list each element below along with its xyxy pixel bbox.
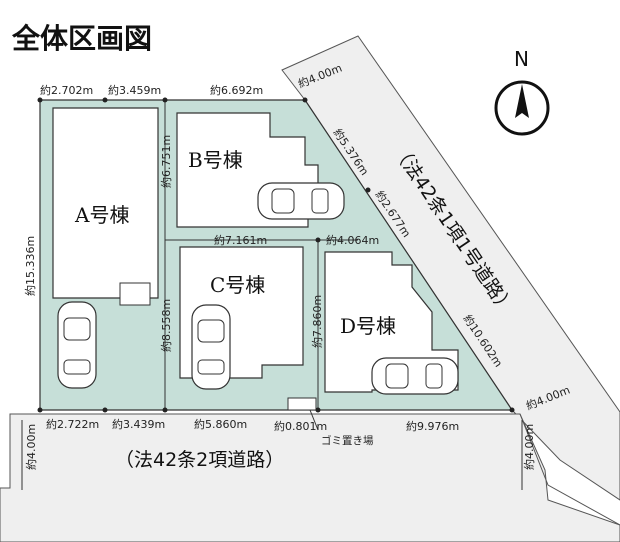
south-road-width-left: 約4.00m <box>24 424 38 470</box>
car-a <box>57 301 97 389</box>
south-road <box>0 413 620 542</box>
dim-cd-top: 約4.064m <box>326 233 379 247</box>
building-a-label: A号棟 <box>74 203 129 227</box>
building-a <box>52 107 159 299</box>
dim-top-b: 約6.692m <box>210 83 263 97</box>
car-c <box>191 304 231 390</box>
dim-bottom-3: 約5.860m <box>194 417 247 431</box>
south-road-width-right: 約4.00m <box>522 424 536 470</box>
dim-bottom-4: 約0.801m <box>274 419 327 433</box>
garbage-label: ゴミ置き場 <box>321 434 374 447</box>
compass: N <box>494 47 550 136</box>
building-c-label: C号棟 <box>210 273 265 297</box>
south-road-label: （法42条2項道路） <box>115 449 284 471</box>
building-d <box>324 251 459 393</box>
building-b-label: B号棟 <box>188 148 243 172</box>
building-d-label: D号棟 <box>340 314 396 338</box>
garbage-area <box>287 397 317 411</box>
dim-c-side: 約8.558m <box>159 299 173 352</box>
car-d <box>371 357 459 395</box>
dim-top-a1: 約2.702m <box>40 83 93 97</box>
dim-d-side: 約7.860m <box>310 295 324 348</box>
car-b <box>257 182 345 220</box>
dim-b-side: 約6.751m <box>159 135 173 188</box>
dim-top-a2: 約3.459m <box>108 83 161 97</box>
dim-bottom-2: 約3.439m <box>112 417 165 431</box>
north-arrow-icon <box>515 84 529 118</box>
page-title: 全体区画図 <box>11 22 152 55</box>
dim-bottom-5: 約9.976m <box>406 419 459 433</box>
dim-ab-border: 約7.161m <box>214 233 267 247</box>
dim-a-side: 約15.336m <box>23 236 37 296</box>
compass-north-label: N <box>514 47 529 71</box>
dim-bottom-1: 約2.722m <box>46 417 99 431</box>
